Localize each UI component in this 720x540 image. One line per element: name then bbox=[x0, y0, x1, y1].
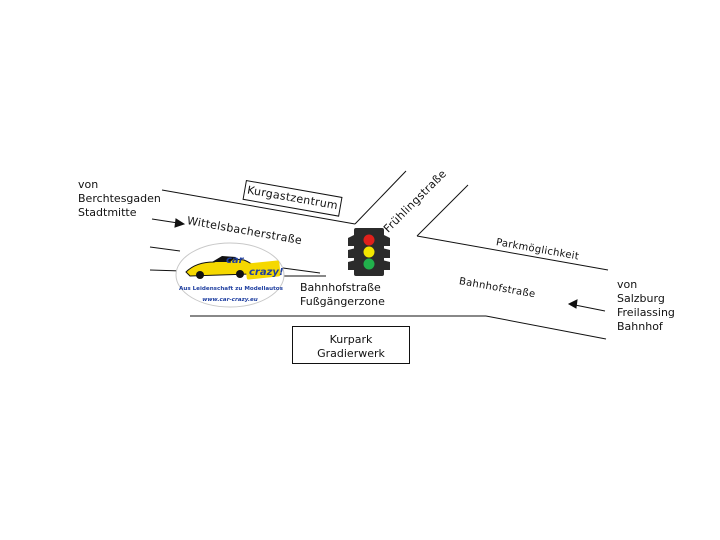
fruehling-west-edge bbox=[354, 170, 407, 225]
origin-west-label: von Berchtesgaden Stadtmitte bbox=[78, 178, 161, 220]
light-yellow bbox=[363, 246, 375, 258]
logo-tagline: Aus Leidenschaft zu Modellautos bbox=[179, 286, 284, 292]
kurpark-line: Gradierwerk bbox=[317, 347, 385, 360]
origin-east-line: von bbox=[617, 278, 638, 291]
light-red bbox=[363, 234, 375, 246]
logo-brand-line1: car bbox=[226, 255, 245, 266]
bahnhof-south-edge-east bbox=[485, 315, 607, 340]
origin-west-line: von bbox=[78, 178, 99, 191]
pedestrian-zone-line: Fußgängerzone bbox=[300, 295, 385, 308]
place-kurpark-box: Kurpark Gradierwerk bbox=[292, 326, 410, 364]
road-lines bbox=[149, 170, 609, 340]
arrow-left-icon bbox=[567, 299, 606, 312]
origin-east-label: von Salzburg Freilassing Bahnhof bbox=[617, 278, 675, 334]
bahnhof-north-edge bbox=[416, 235, 609, 271]
light-green bbox=[363, 258, 375, 270]
fruehling-east-edge bbox=[416, 184, 469, 237]
origin-east-line: Salzburg bbox=[617, 292, 665, 305]
origin-west-line: Stadtmitte bbox=[78, 206, 137, 219]
pedestrian-zone-line: Bahnhofstraße bbox=[300, 281, 381, 294]
wittelsbacher-south-edge-1 bbox=[149, 246, 181, 252]
arrow-right-icon bbox=[151, 218, 186, 228]
logo-url: www.car-crazy.eu bbox=[202, 297, 258, 303]
origin-east-line: Bahnhof bbox=[617, 320, 663, 333]
origin-east-line: Freilassing bbox=[617, 306, 675, 319]
kurpark-line: Kurpark bbox=[329, 333, 373, 346]
car-crazy-logo: car crazy! Aus Leidenschaft zu Modellaut… bbox=[175, 242, 285, 308]
logo-brand-line2: crazy! bbox=[249, 267, 284, 278]
origin-west-line: Berchtesgaden bbox=[78, 192, 161, 205]
wittelsbacher-north-edge bbox=[161, 189, 356, 225]
street-label-bahnhof-pedestrian: Bahnhofstraße Fußgängerzone bbox=[300, 281, 385, 309]
traffic-light-icon bbox=[348, 228, 390, 276]
